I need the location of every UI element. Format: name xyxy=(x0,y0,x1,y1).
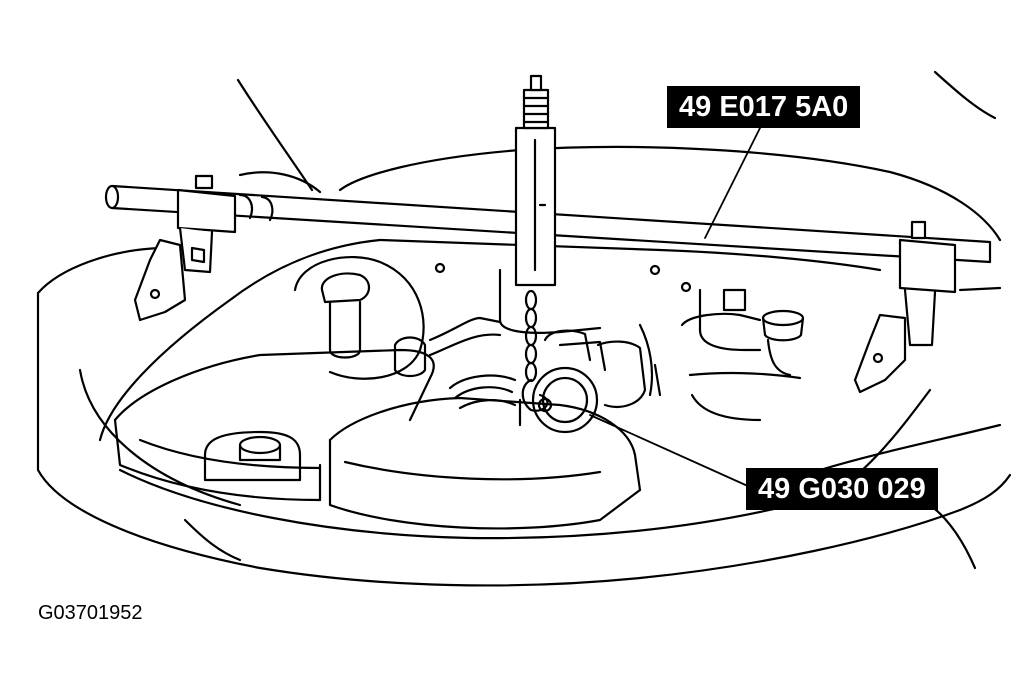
intake-hose xyxy=(450,376,515,408)
figure-id-label: G03701952 xyxy=(38,602,143,624)
firewall-details xyxy=(436,264,800,420)
lifting-chain xyxy=(523,291,548,411)
windshield-outline xyxy=(238,72,1000,240)
left-support-stand xyxy=(135,176,235,320)
right-support-stand xyxy=(855,222,1000,392)
engine-cover xyxy=(115,350,434,500)
oil-filler-cap xyxy=(763,311,803,375)
coolant-reservoir xyxy=(205,432,300,480)
engine-hanger-bracket xyxy=(520,331,645,432)
intake-cover xyxy=(330,398,640,528)
center-hook-hanger xyxy=(516,76,555,285)
engine-bay-rim xyxy=(100,240,930,538)
leader-lines xyxy=(590,128,760,487)
brake-booster xyxy=(295,257,500,379)
engine-support-tool-callout: 49 E017 5A0 xyxy=(667,86,861,128)
hanger-tool-callout: 49 G030 029 xyxy=(746,468,938,510)
